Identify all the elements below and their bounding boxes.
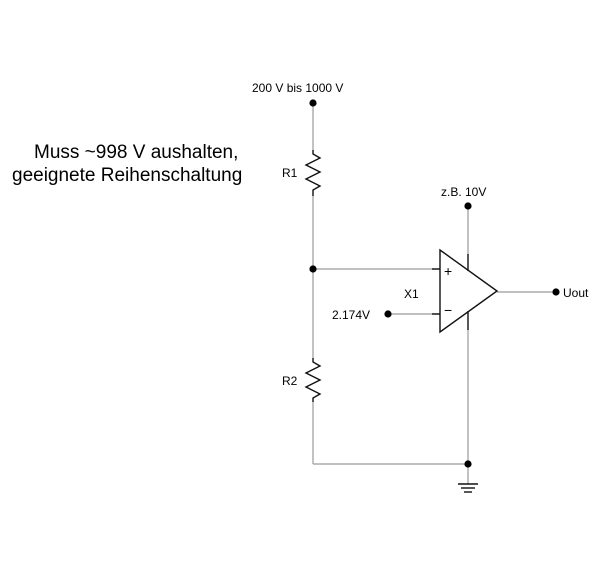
divider-junction bbox=[309, 265, 317, 273]
output-label: Uout bbox=[563, 286, 589, 300]
note-line-1: Muss ~998 V aushalten, bbox=[34, 142, 238, 163]
wires bbox=[312, 103, 556, 484]
output-terminal bbox=[552, 288, 560, 296]
opamp-supply-label: z.B. 10V bbox=[441, 185, 486, 199]
ground-icon bbox=[458, 483, 478, 493]
resistor-r1 bbox=[304, 150, 322, 196]
supply-label: 200 V bis 1000 V bbox=[252, 81, 343, 95]
resistor-r2-label: R2 bbox=[282, 374, 298, 388]
resistor-r2 bbox=[304, 358, 322, 402]
ground-junction bbox=[464, 460, 472, 468]
labels: 200 V bis 1000 V Muss ~998 V aushalten, … bbox=[12, 81, 589, 388]
reference-terminal bbox=[384, 310, 392, 318]
opamp-x1: + − bbox=[432, 248, 499, 334]
supply-terminal bbox=[309, 99, 317, 107]
resistor-r1-symbol bbox=[304, 150, 322, 196]
opamp-plus-sign: + bbox=[444, 263, 452, 279]
opamp-minus-sign: − bbox=[444, 302, 452, 318]
reference-voltage-label: 2.174V bbox=[332, 308, 370, 322]
opamp-name-label: X1 bbox=[404, 287, 419, 301]
resistor-r1-label: R1 bbox=[282, 166, 298, 180]
nodes bbox=[309, 99, 560, 468]
note-line-2: geeignete Reihenschaltung bbox=[12, 165, 242, 186]
resistor-r2-symbol bbox=[304, 358, 322, 402]
positive-supply-terminal bbox=[464, 202, 472, 210]
